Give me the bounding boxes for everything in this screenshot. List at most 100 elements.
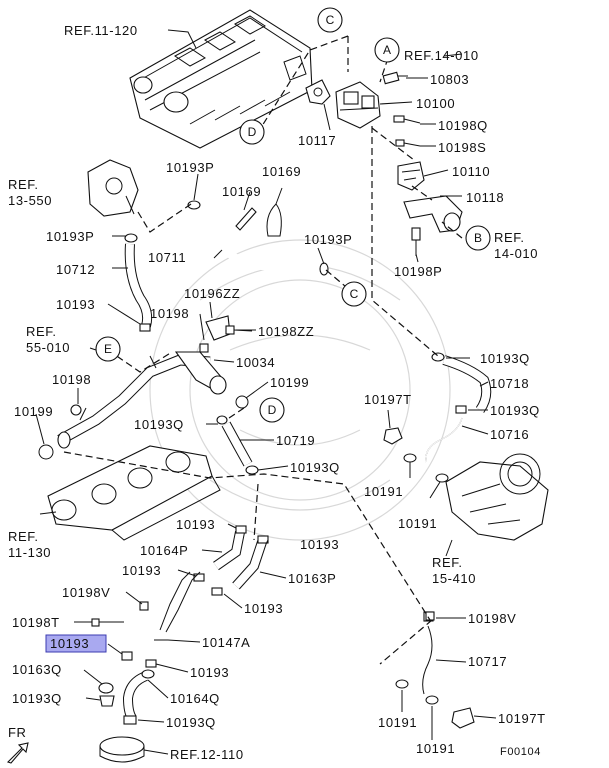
label-10198s[interactable]: 10198S xyxy=(438,140,486,155)
label-10163p[interactable]: 10163P xyxy=(288,571,336,586)
label-10193-highlighted[interactable]: 10193 xyxy=(50,636,89,651)
label-10034[interactable]: 10034 xyxy=(236,355,275,370)
bolt-10198v-b[interactable] xyxy=(425,611,435,621)
label-10163q[interactable]: 10163Q xyxy=(12,662,62,677)
oring-10199-a[interactable] xyxy=(38,444,54,460)
bolt-10197t-a[interactable] xyxy=(383,427,403,445)
clip-10169-loop[interactable] xyxy=(266,203,282,237)
label-10193q-f[interactable]: 10193Q xyxy=(166,715,216,730)
label-10193-a[interactable]: 10193 xyxy=(56,297,95,312)
label-10198-a[interactable]: 10198 xyxy=(150,306,189,321)
label-10169-b[interactable]: 10169 xyxy=(222,184,261,199)
label-10719[interactable]: 10719 xyxy=(276,433,315,448)
clamp-10193q-f[interactable] xyxy=(123,715,137,725)
label-10164q[interactable]: 10164Q xyxy=(170,691,220,706)
water-pipe-10034[interactable] xyxy=(57,351,227,449)
clamp-10193p-c[interactable] xyxy=(319,262,329,276)
label-10196zz[interactable]: 10196ZZ xyxy=(184,286,240,301)
clamp-10193-d[interactable] xyxy=(193,573,205,582)
hose-10164p[interactable] xyxy=(213,525,247,571)
label-10193q-c[interactable]: 10193Q xyxy=(134,417,184,432)
label-10198v-a[interactable]: 10198V xyxy=(62,585,110,600)
label-10191-d[interactable]: 10191 xyxy=(416,741,455,756)
label-10193-d[interactable]: 10193 xyxy=(122,563,161,578)
gasket-10191-a[interactable] xyxy=(403,453,417,463)
label-10717[interactable]: 10717 xyxy=(468,654,507,669)
pipe-10147a[interactable] xyxy=(154,571,201,641)
label-ref-15-410-b[interactable]: 15-410 xyxy=(432,571,476,586)
bolt-10198-a[interactable] xyxy=(199,343,209,353)
label-10191-a[interactable]: 10191 xyxy=(364,484,403,499)
label-10193p-b[interactable]: 10193P xyxy=(46,229,94,244)
label-10193-e[interactable]: 10193 xyxy=(244,601,283,616)
label-10193q-a[interactable]: 10193Q xyxy=(480,351,530,366)
bolt-10198s[interactable] xyxy=(395,139,421,147)
label-ref-14-010-b[interactable]: REF. xyxy=(494,230,525,245)
label-10197t-a[interactable]: 10197T xyxy=(364,392,412,407)
label-10197t-b[interactable]: 10197T xyxy=(498,711,546,726)
hose-10719[interactable] xyxy=(216,415,259,475)
bolt-10198t[interactable] xyxy=(91,618,124,627)
clamp-10193-f[interactable] xyxy=(145,659,157,668)
label-10199-a[interactable]: 10199 xyxy=(14,404,53,419)
thermostat-housing-10100[interactable] xyxy=(335,81,381,129)
gasket-10191-c[interactable] xyxy=(395,679,409,689)
label-10118[interactable]: 10118 xyxy=(466,190,504,205)
label-ref-55-010-b[interactable]: 55-010 xyxy=(26,340,70,355)
label-10716[interactable]: 10716 xyxy=(490,427,529,442)
label-10198p[interactable]: 10198P xyxy=(394,264,442,279)
gasket-10191-b[interactable] xyxy=(435,473,449,483)
label-10117[interactable]: 10117 xyxy=(298,133,336,148)
label-10164p[interactable]: 10164P xyxy=(140,543,188,558)
bolt-10198q-top[interactable] xyxy=(393,115,421,124)
label-10191-b[interactable]: 10191 xyxy=(398,516,437,531)
gasket-10191-d[interactable] xyxy=(425,695,439,705)
label-10193q-e[interactable]: 10193Q xyxy=(12,691,62,706)
label-ref-13-550-a[interactable]: REF. xyxy=(8,177,39,192)
clip-10169-straight[interactable] xyxy=(235,207,257,231)
label-ref-11-130-a[interactable]: REF. xyxy=(8,529,39,544)
label-10718[interactable]: 10718 xyxy=(490,376,529,391)
cylinder-head[interactable] xyxy=(129,9,313,149)
label-10803[interactable]: 10803 xyxy=(430,72,469,87)
thermostat-10110[interactable] xyxy=(397,161,425,191)
label-ref-13-550-b[interactable]: 13-550 xyxy=(8,193,52,208)
label-10193-c[interactable]: 10193 xyxy=(300,537,339,552)
hose-10163q[interactable] xyxy=(98,682,115,707)
label-10100[interactable]: 10100 xyxy=(416,96,455,111)
sensor-10803[interactable] xyxy=(382,71,408,85)
label-ref-55-010-a[interactable]: REF. xyxy=(26,324,57,339)
exhaust-manifold-11-130[interactable] xyxy=(47,445,221,541)
oil-filter-12-110[interactable] xyxy=(99,736,145,763)
water-outlet-10118[interactable] xyxy=(403,195,463,233)
label-10193-b[interactable]: 10193 xyxy=(176,517,215,532)
label-10169-a[interactable]: 10169 xyxy=(262,164,301,179)
label-ref-14-010-b2[interactable]: 14-010 xyxy=(494,246,538,261)
label-10198v-b[interactable]: 10198V xyxy=(468,611,516,626)
clamp-10193p-a[interactable] xyxy=(187,200,201,210)
hose-10718[interactable] xyxy=(431,352,492,414)
label-10193-f[interactable]: 10193 xyxy=(190,665,229,680)
bolt-10198p[interactable] xyxy=(411,227,421,256)
oring-10199-b[interactable] xyxy=(235,395,249,409)
bolt-10198v-a[interactable] xyxy=(139,601,149,611)
label-10193p-a[interactable]: 10193P xyxy=(166,160,214,175)
hose-10711[interactable] xyxy=(192,205,321,272)
label-10193q-d[interactable]: 10193Q xyxy=(290,460,340,475)
label-10712[interactable]: 10712 xyxy=(56,262,95,277)
clamp-10193-highlighted[interactable] xyxy=(121,651,133,661)
label-10198-b[interactable]: 10198 xyxy=(52,372,91,387)
label-ref-12-110[interactable]: REF.12-110 xyxy=(170,747,244,762)
bolt-10197t-b[interactable] xyxy=(451,707,475,729)
pipe-10716[interactable] xyxy=(425,417,463,463)
bolt-10198-b[interactable] xyxy=(70,404,82,416)
label-10193q-b[interactable]: 10193Q xyxy=(490,403,540,418)
hose-10163p[interactable] xyxy=(211,535,269,596)
label-ref-11-130-b[interactable]: 11-130 xyxy=(8,545,51,560)
label-ref-14-010-top[interactable]: REF.14-010 xyxy=(404,48,479,63)
label-10147a[interactable]: 10147A xyxy=(202,635,250,650)
label-10110[interactable]: 10110 xyxy=(452,164,490,179)
label-ref-11-120[interactable]: REF.11-120 xyxy=(64,23,138,38)
gasket-10117[interactable] xyxy=(305,79,331,105)
clamp-10193-a[interactable] xyxy=(139,323,151,332)
